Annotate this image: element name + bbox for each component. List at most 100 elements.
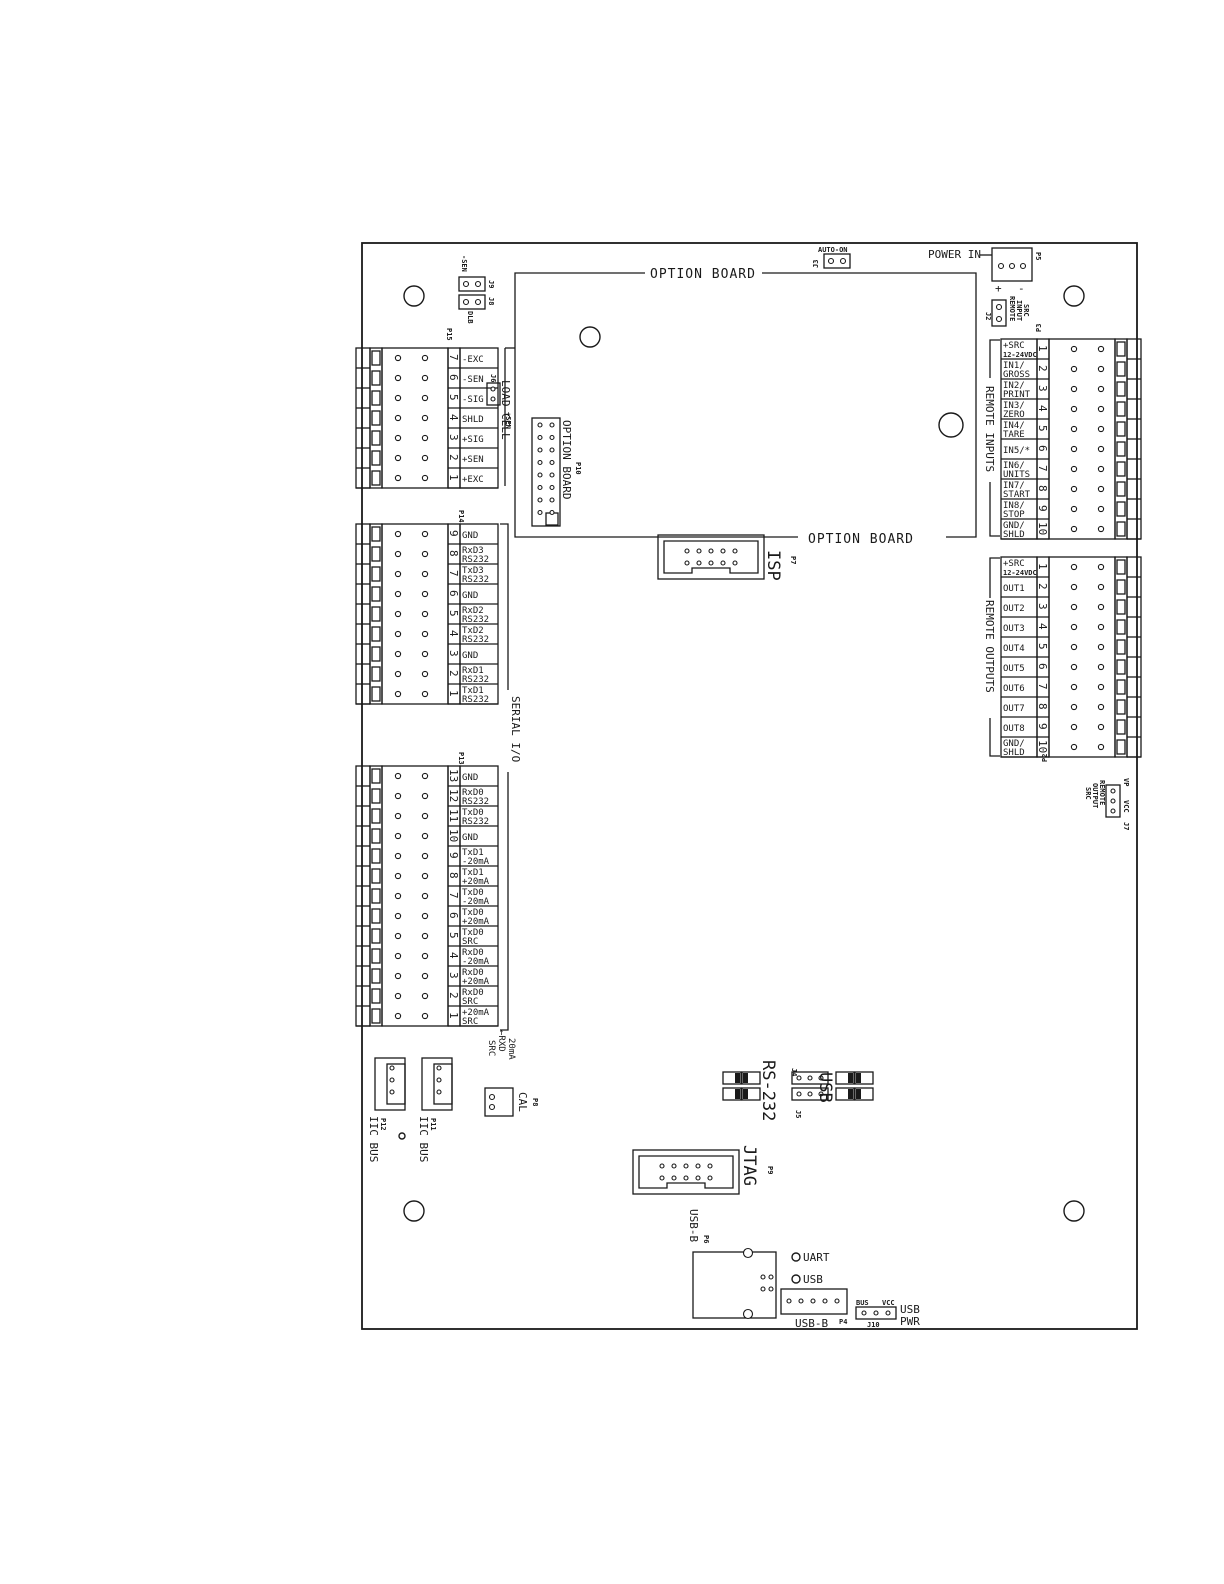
signal-label: TxD1 bbox=[462, 686, 484, 696]
signal-label: 12-24VDC bbox=[1003, 351, 1037, 359]
pin-number: 1 bbox=[1036, 345, 1049, 352]
signal-label: RxD0 bbox=[462, 948, 484, 958]
pin-number: 6 bbox=[447, 374, 460, 381]
svg-text:P15: P15 bbox=[445, 328, 453, 341]
terminal-pin bbox=[421, 992, 429, 1000]
terminal-pin bbox=[1070, 683, 1078, 691]
svg-text:P11: P11 bbox=[429, 1118, 437, 1131]
terminal-pin bbox=[1097, 583, 1105, 591]
terminal-pin bbox=[394, 354, 402, 362]
header-pin bbox=[537, 472, 543, 478]
svg-text:J8: J8 bbox=[487, 297, 495, 305]
header-pin bbox=[732, 560, 738, 566]
option-board-outline: OPTION BOARD OPTION BOARD bbox=[514, 267, 977, 547]
terminal-pin bbox=[1070, 525, 1078, 533]
terminal-pin bbox=[421, 792, 429, 800]
pin-number: 7 bbox=[447, 570, 460, 577]
serial-io-bracket: SERIAL I/O bbox=[500, 523, 522, 1031]
pin-number: 4 bbox=[1036, 405, 1049, 412]
svg-text:P6: P6 bbox=[702, 1235, 710, 1243]
signal-label: OUT3 bbox=[1003, 624, 1025, 634]
pin-number: 7 bbox=[447, 892, 460, 899]
pin-number: 9 bbox=[1036, 723, 1049, 730]
svg-text:BUS: BUS bbox=[856, 1299, 869, 1307]
svg-text:20mA: 20mA bbox=[506, 1038, 516, 1060]
svg-text:CAL: CAL bbox=[516, 1092, 529, 1112]
pin-number: 1 bbox=[447, 690, 460, 697]
pin-number: 2 bbox=[447, 454, 460, 461]
signal-label: +SEN bbox=[462, 455, 484, 465]
header-pin bbox=[549, 484, 555, 491]
signal-label: IN1/ bbox=[1003, 361, 1025, 371]
svg-text:OPTION BOARD: OPTION BOARD bbox=[560, 420, 573, 499]
terminal-pin bbox=[1070, 445, 1078, 453]
header-pin bbox=[695, 1175, 701, 1181]
terminal-pin bbox=[394, 530, 402, 538]
svg-text:J6: J6 bbox=[489, 374, 497, 382]
signal-label: -EXC bbox=[462, 355, 484, 365]
usb-b-connector-area: USB-B P6 UART USB USB-B P4 BUS VCC J10 U… bbox=[687, 1209, 920, 1330]
terminal-pin bbox=[394, 852, 402, 860]
signal-label: OUT5 bbox=[1003, 664, 1025, 674]
svg-text:SRC: SRC bbox=[1022, 304, 1030, 317]
svg-text:USB: USB bbox=[803, 1273, 823, 1286]
signal-label: IN6/ bbox=[1003, 461, 1025, 471]
terminal-pin bbox=[394, 1012, 402, 1020]
terminal-pin bbox=[1097, 365, 1105, 373]
terminal-pin bbox=[1070, 365, 1078, 373]
pin-number: 3 bbox=[1036, 603, 1049, 610]
pin-number: 10 bbox=[1036, 740, 1049, 753]
terminal-pin bbox=[1097, 445, 1105, 453]
signal-label: +SIG bbox=[462, 435, 484, 445]
jumper-pin bbox=[807, 1091, 813, 1097]
terminal-pin bbox=[421, 932, 429, 940]
pin-number: 10 bbox=[447, 829, 460, 842]
svg-text:+SEN: +SEN bbox=[504, 412, 512, 429]
header-pin bbox=[549, 459, 555, 466]
terminal-pin bbox=[421, 590, 429, 598]
mounting-hole bbox=[579, 326, 601, 348]
header-pin bbox=[696, 560, 702, 566]
svg-text:USB: USB bbox=[900, 1303, 920, 1316]
terminal-pin bbox=[394, 932, 402, 940]
terminal-pin bbox=[394, 590, 402, 598]
terminal-pin bbox=[394, 414, 402, 422]
terminal-pin bbox=[394, 972, 402, 980]
j7-remote-output-src-jumper: VP VCC J7 REMOTE OUTPUT SRC bbox=[1084, 778, 1130, 830]
terminal-pin bbox=[421, 530, 429, 538]
terminal-pin bbox=[421, 690, 429, 698]
signal-label: +SRC bbox=[1003, 559, 1025, 569]
terminal-pin bbox=[1070, 723, 1078, 731]
header-pin bbox=[707, 1163, 713, 1169]
svg-text:IIC BUS: IIC BUS bbox=[417, 1116, 430, 1162]
svg-text:P3: P3 bbox=[1035, 324, 1043, 332]
signal-label: IN7/ bbox=[1003, 481, 1025, 491]
header-pin bbox=[708, 548, 714, 554]
pin-number: 1 bbox=[1036, 563, 1049, 570]
signal-label: SRC bbox=[462, 997, 478, 1007]
iic-bus-connectors: P12 IIC BUS P11 IIC BUS bbox=[367, 1057, 453, 1162]
svg-text:USB-B: USB-B bbox=[795, 1317, 828, 1330]
terminal-pin bbox=[394, 610, 402, 618]
signal-label: +20mA bbox=[462, 917, 490, 927]
remote-outputs-connector-p2: 1+SRC12-24VDC2OUT13OUT24OUT35OUT46OUT57O… bbox=[983, 556, 1142, 762]
terminal-pin bbox=[1097, 623, 1105, 631]
svg-text:J3: J3 bbox=[812, 260, 820, 268]
signal-label: RxD1 bbox=[462, 666, 484, 676]
auto-on-jumper: AUTO-ON J3 bbox=[812, 246, 851, 269]
signal-label: GROSS bbox=[1003, 370, 1030, 380]
terminal-pin bbox=[394, 992, 402, 1000]
header-pin bbox=[537, 497, 543, 503]
mounting-hole bbox=[1063, 285, 1085, 307]
svg-text:J7: J7 bbox=[1122, 822, 1130, 830]
signal-label: RS232 bbox=[462, 635, 489, 645]
signal-label: RS232 bbox=[462, 555, 489, 565]
svg-text:P12: P12 bbox=[379, 1118, 387, 1131]
svg-text:IIC BUS: IIC BUS bbox=[367, 1116, 380, 1162]
header-pin bbox=[659, 1175, 665, 1181]
terminal-pin bbox=[394, 650, 402, 658]
terminal-pin bbox=[394, 374, 402, 382]
terminal-pin bbox=[1070, 643, 1078, 651]
terminal-pin bbox=[1070, 603, 1078, 611]
svg-text:REMOTE INPUTS: REMOTE INPUTS bbox=[983, 386, 996, 472]
